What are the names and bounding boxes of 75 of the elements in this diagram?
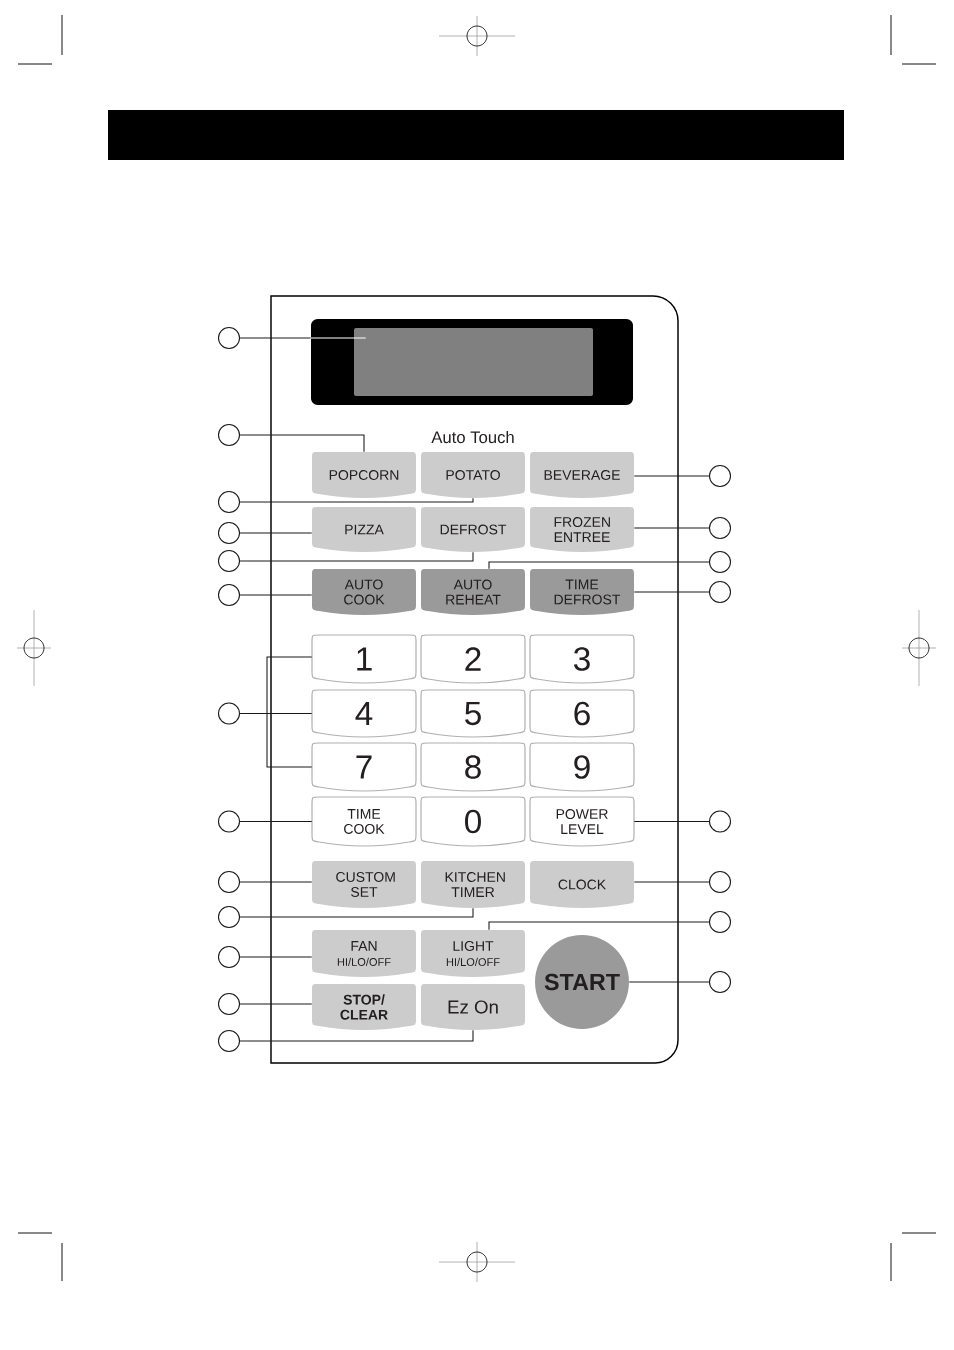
number-button: 1 <box>311 634 417 684</box>
function-button: Ez On <box>421 984 525 1030</box>
leader-line <box>488 921 710 931</box>
callout-circle <box>708 580 732 604</box>
number-button: 3 <box>529 634 635 684</box>
leader-line <box>239 532 313 534</box>
callout-circle <box>217 905 241 929</box>
function-button: DEFROST <box>421 507 525 552</box>
callout-circle <box>217 993 241 1016</box>
leader-line <box>633 591 710 593</box>
callout-circle <box>217 521 241 545</box>
function-button: PIZZA <box>312 507 416 552</box>
callout-circle <box>217 423 241 447</box>
leader-line <box>239 551 474 562</box>
leader-line <box>239 594 313 596</box>
control-panel <box>270 295 679 1064</box>
number-button: 4 <box>311 689 417 738</box>
leader-line <box>239 907 474 918</box>
function-button: STOP/ CLEAR <box>312 984 416 1030</box>
function-button: CUSTOM SET <box>312 861 416 908</box>
leader-line <box>633 475 710 477</box>
leader-line <box>239 434 365 453</box>
leader-line <box>633 527 710 529</box>
display-window <box>311 319 633 405</box>
function-button: POWER LEVEL <box>529 796 635 847</box>
leader-line <box>239 956 313 958</box>
number-button: 8 <box>420 742 526 792</box>
callout-circle <box>708 550 732 574</box>
function-button: POTATO <box>421 452 525 498</box>
callout-circle <box>217 549 241 573</box>
callout-circle <box>217 870 241 894</box>
callout-circle <box>708 870 732 894</box>
leader-line <box>239 820 313 823</box>
title-bar <box>108 110 844 160</box>
callout-circle <box>217 583 241 607</box>
function-button: CLOCK <box>530 861 634 908</box>
leader-line <box>239 656 313 768</box>
callout-circle <box>708 910 732 934</box>
number-button: 5 <box>420 689 526 738</box>
leader-line <box>239 1003 313 1005</box>
leader-line <box>239 497 474 503</box>
function-button: LIGHT HI/LO/OFF <box>421 930 525 977</box>
function-button: AUTO COOK <box>312 569 416 615</box>
start-button: START <box>535 935 629 1029</box>
leader-line <box>239 1029 474 1042</box>
number-button: 7 <box>311 742 417 792</box>
number-button: 0 <box>420 796 526 847</box>
function-button: TIME COOK <box>311 796 417 847</box>
callout-circle <box>708 464 732 488</box>
callout-circle <box>217 490 241 514</box>
function-button: FROZEN ENTREE <box>530 507 634 552</box>
number-button: 2 <box>420 634 526 684</box>
leader-line <box>628 981 710 983</box>
function-button: BEVERAGE <box>530 452 634 498</box>
callout-circle <box>217 326 241 350</box>
callout-circle <box>708 516 732 540</box>
callout-circle <box>217 810 241 833</box>
function-button: TIME DEFROST <box>530 569 634 615</box>
leader-line <box>633 881 710 883</box>
function-button: KITCHEN TIMER <box>421 861 525 908</box>
callout-circle <box>708 970 732 994</box>
number-button: 9 <box>529 742 635 792</box>
leader-line <box>488 561 710 570</box>
callout-circle <box>708 810 732 833</box>
callout-circle <box>217 1029 241 1053</box>
section-heading: Auto Touch <box>431 430 514 444</box>
number-button: 6 <box>529 689 635 738</box>
function-button: FAN HI/LO/OFF <box>312 930 416 977</box>
function-button: POPCORN <box>312 452 416 498</box>
leader-line <box>239 881 313 883</box>
function-button: AUTO REHEAT <box>421 569 525 615</box>
callout-circle <box>217 945 241 969</box>
leader-line <box>633 820 710 823</box>
callout-circle <box>217 702 241 725</box>
leader-line <box>239 337 367 339</box>
